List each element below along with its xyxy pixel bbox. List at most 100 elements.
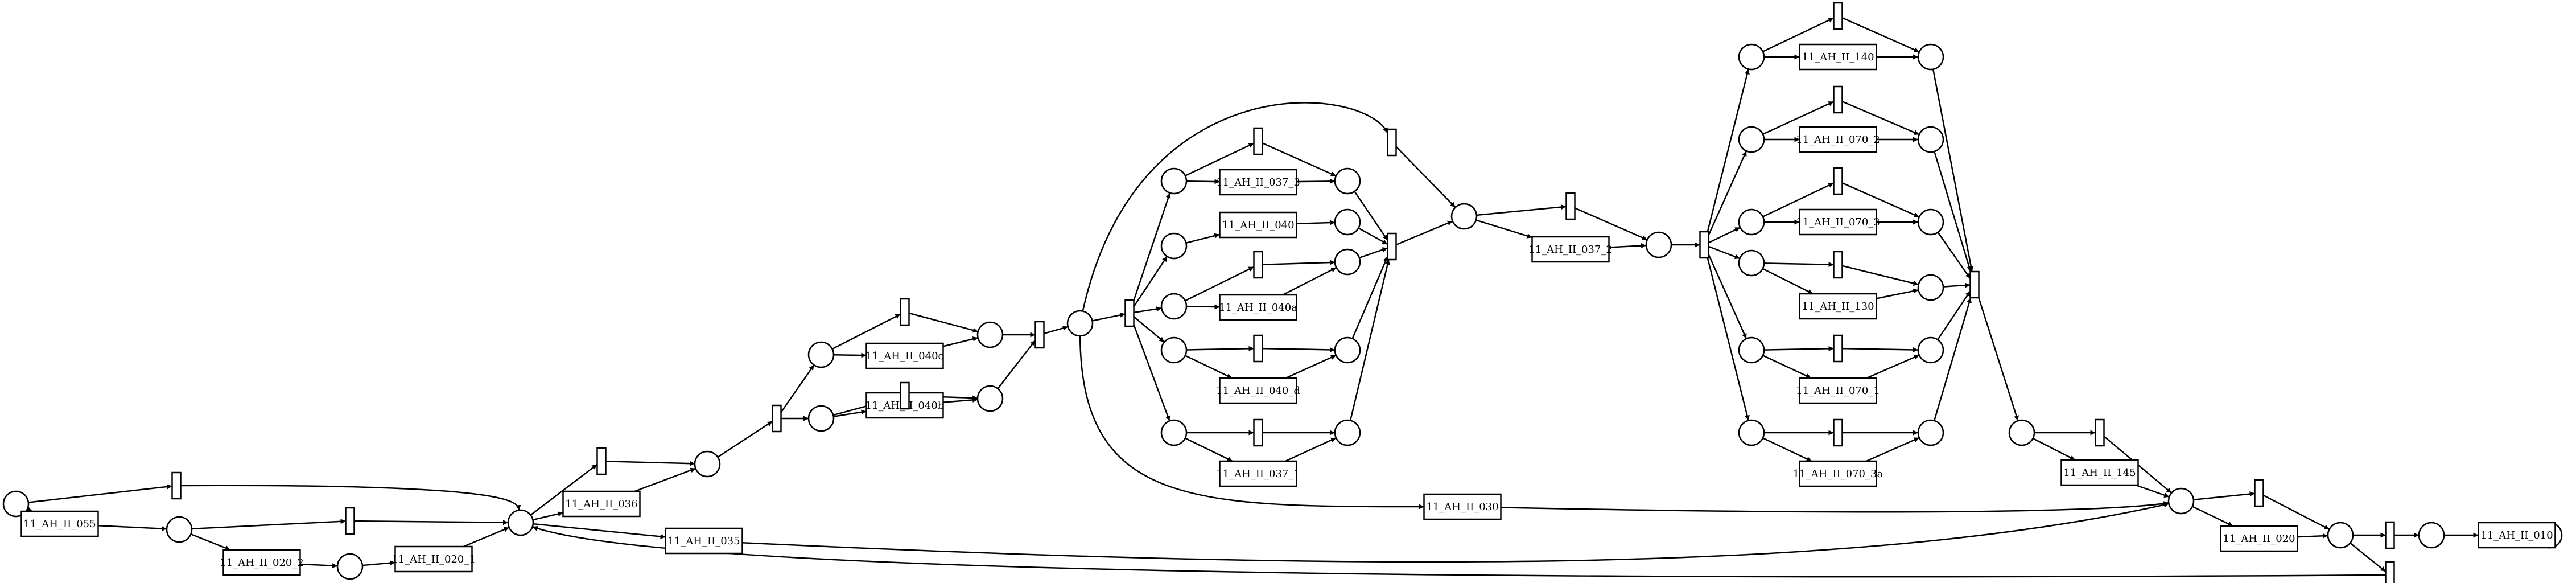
transition-t-035: 11_AH_II_035: [665, 527, 743, 555]
arc: [1285, 437, 1337, 462]
transition-box: [1219, 169, 1297, 196]
transition-box: [1219, 294, 1297, 321]
transition-label: 11_AH_II_055: [23, 518, 96, 530]
silent-transition: [1124, 299, 1135, 327]
arc: [98, 524, 167, 532]
place: [976, 321, 1004, 348]
transition-box: [562, 490, 641, 518]
silent-transition: [1034, 321, 1045, 349]
silent-transition: [900, 381, 910, 410]
arc: [1285, 354, 1337, 379]
silent-transition: [1387, 128, 1397, 157]
transition-t-040-d: 11_AH_II_040_d: [1216, 377, 1300, 404]
arc: [1296, 178, 1336, 184]
arc: [1396, 220, 1453, 246]
arc: [1708, 254, 1747, 339]
arc: [1609, 243, 1647, 249]
silent-transition: [1565, 192, 1576, 220]
silent-transition: [1833, 2, 1843, 30]
arc: [1934, 297, 1972, 421]
arc: [1574, 207, 1648, 241]
arc: [605, 460, 695, 466]
transition-box: [1799, 208, 1877, 236]
arc: [1707, 257, 1750, 421]
arc: [1476, 204, 1567, 216]
arc: [1395, 146, 1456, 208]
arc: [997, 339, 1036, 389]
silent-transition: [1253, 127, 1263, 155]
arc: [1262, 260, 1336, 266]
transition-t-040a: 11_AH_II_040a: [1219, 294, 1297, 321]
place: [1160, 419, 1188, 446]
place: [2167, 487, 2195, 515]
arc: [300, 563, 338, 569]
arc: [1133, 256, 1168, 307]
arc: [1708, 227, 1741, 244]
transition-box: [1219, 211, 1297, 239]
place: [807, 341, 835, 368]
arc: [1186, 346, 1254, 351]
place: [1917, 126, 1944, 153]
transition-label: 11_AH_II_145: [2063, 467, 2136, 479]
arc: [1185, 266, 1255, 302]
arc: [1186, 179, 1220, 184]
arc: [1351, 256, 1388, 339]
transition-t-070-3a: 11_AH_II_070_3a: [1793, 460, 1883, 487]
transition-label: 11_AH_II_040a: [1219, 302, 1297, 314]
transition-t-020-1: 11_AH_II_020_1: [391, 545, 476, 573]
transition-t-055: 11_AH_II_055: [20, 510, 99, 537]
place: [1160, 232, 1188, 260]
arc: [1866, 354, 1920, 379]
transition-box: [665, 527, 743, 555]
transition-label: 11_AH_II_020_1: [391, 553, 476, 565]
arc: [1762, 182, 1835, 217]
transition-box: [20, 510, 99, 537]
silent-transition: [345, 507, 355, 535]
transition-label: 11_AH_II_037_2: [1528, 244, 1613, 256]
arc: [530, 463, 598, 516]
transition-label: 11_AH_II_037_3: [1216, 176, 1300, 188]
transition-label: 11_AH_II_070_3a: [1793, 468, 1883, 480]
place: [976, 385, 1004, 412]
silent-transition: [772, 404, 782, 433]
transition-box: [2478, 522, 2556, 549]
arc: [1092, 312, 1126, 322]
silent-transition: [2254, 479, 2264, 507]
place: [1917, 43, 1944, 71]
silent-transition: [1387, 232, 1397, 261]
arc: [190, 533, 231, 551]
transition-box: [1799, 460, 1877, 487]
silent-transition: [1833, 167, 1843, 195]
transition-label: 11_AH_II_020_2: [220, 557, 304, 569]
arc: [1282, 266, 1337, 296]
arc: [1932, 69, 1974, 272]
silent-transition: [1833, 418, 1843, 447]
arc: [943, 397, 978, 403]
transition-box: [394, 545, 473, 573]
transition-box: [1799, 377, 1877, 404]
place: [1450, 203, 1478, 230]
place: [166, 516, 193, 543]
transition-box: [2060, 459, 2139, 486]
transition-t-036: 11_AH_II_036: [562, 490, 641, 518]
place: [807, 405, 835, 432]
place: [1917, 419, 1944, 446]
silent-transition: [1253, 418, 1263, 447]
transition-t-030: 11_AH_II_030: [1423, 493, 1502, 520]
place: [1160, 336, 1188, 364]
arc: [1763, 262, 1834, 268]
place: [694, 450, 721, 478]
arc: [1186, 233, 1220, 244]
transition-label: 11_AH_II_070_2: [1796, 134, 1880, 146]
arc: [1134, 306, 1162, 314]
arc: [1185, 355, 1233, 379]
arc: [1876, 288, 1919, 299]
arc: [1762, 101, 1835, 135]
arc: [2192, 506, 2233, 527]
arc: [1708, 150, 1747, 236]
place: [1917, 336, 1944, 364]
arc: [2193, 491, 2255, 501]
arc: [1934, 151, 1972, 272]
